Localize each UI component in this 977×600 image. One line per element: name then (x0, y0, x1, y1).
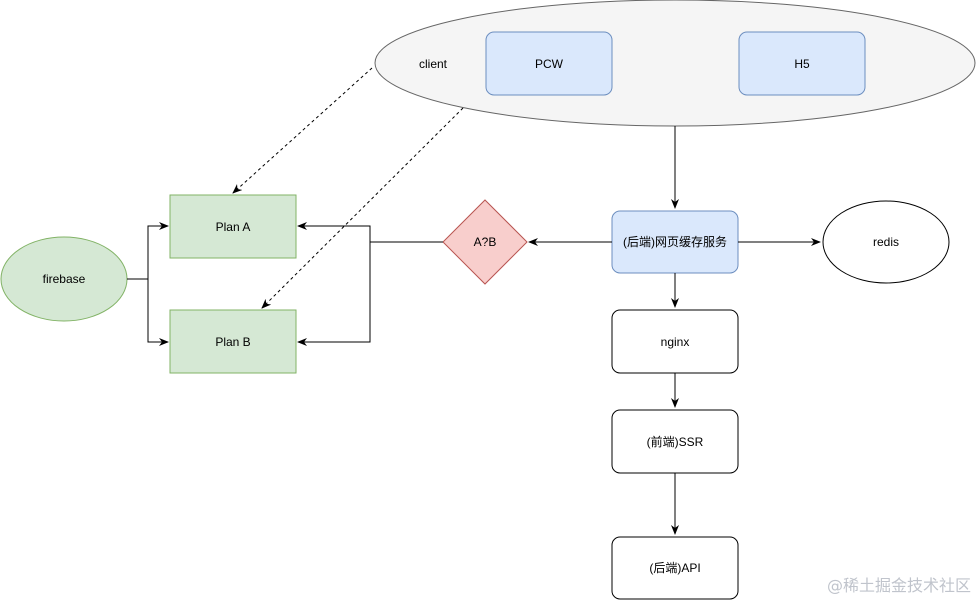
watermark: @稀土掘金技术社区 (826, 576, 971, 595)
nginx-node[interactable]: nginx (611, 309, 739, 374)
plan-a-label: Plan A (216, 220, 251, 234)
plan-a-node[interactable]: Plan A (169, 194, 297, 259)
pcw-label: PCW (535, 57, 564, 71)
h5-label: H5 (794, 57, 810, 71)
ssr-label: (前端)SSR (647, 434, 704, 449)
pcw-node[interactable]: PCW (485, 31, 613, 96)
firebase-node[interactable]: firebase (0, 236, 128, 322)
cache-service-node[interactable]: (后端)网页缓存服务 (611, 210, 739, 274)
ssr-node[interactable]: (前端)SSR (611, 409, 739, 474)
edge-ab-to-plan-a (297, 222, 443, 243)
edge-firebase-to-plan-b (147, 279, 169, 346)
ab-decision-node[interactable]: A?B (442, 199, 528, 285)
nginx-label: nginx (661, 335, 690, 349)
edge-client-to-plan-a (232, 67, 373, 194)
ab-decision-label: A?B (474, 235, 497, 249)
firebase-label: firebase (43, 272, 86, 286)
h5-node[interactable]: H5 (738, 31, 866, 96)
api-node[interactable]: (后端)API (611, 536, 739, 600)
api-label: (后端)API (649, 561, 700, 575)
redis-label: redis (873, 235, 899, 249)
client-label: client (419, 57, 448, 71)
plan-b-node[interactable]: Plan B (169, 309, 297, 374)
client-node[interactable]: client (374, 0, 976, 127)
redis-node[interactable]: redis (822, 200, 950, 284)
edge-client-to-plan-b (261, 107, 464, 309)
cache-service-label: (后端)网页缓存服务 (623, 234, 727, 249)
edge-firebase-to-plan-a (127, 222, 169, 280)
plan-b-label: Plan B (215, 335, 250, 349)
edge-ab-to-plan-b (297, 242, 371, 346)
